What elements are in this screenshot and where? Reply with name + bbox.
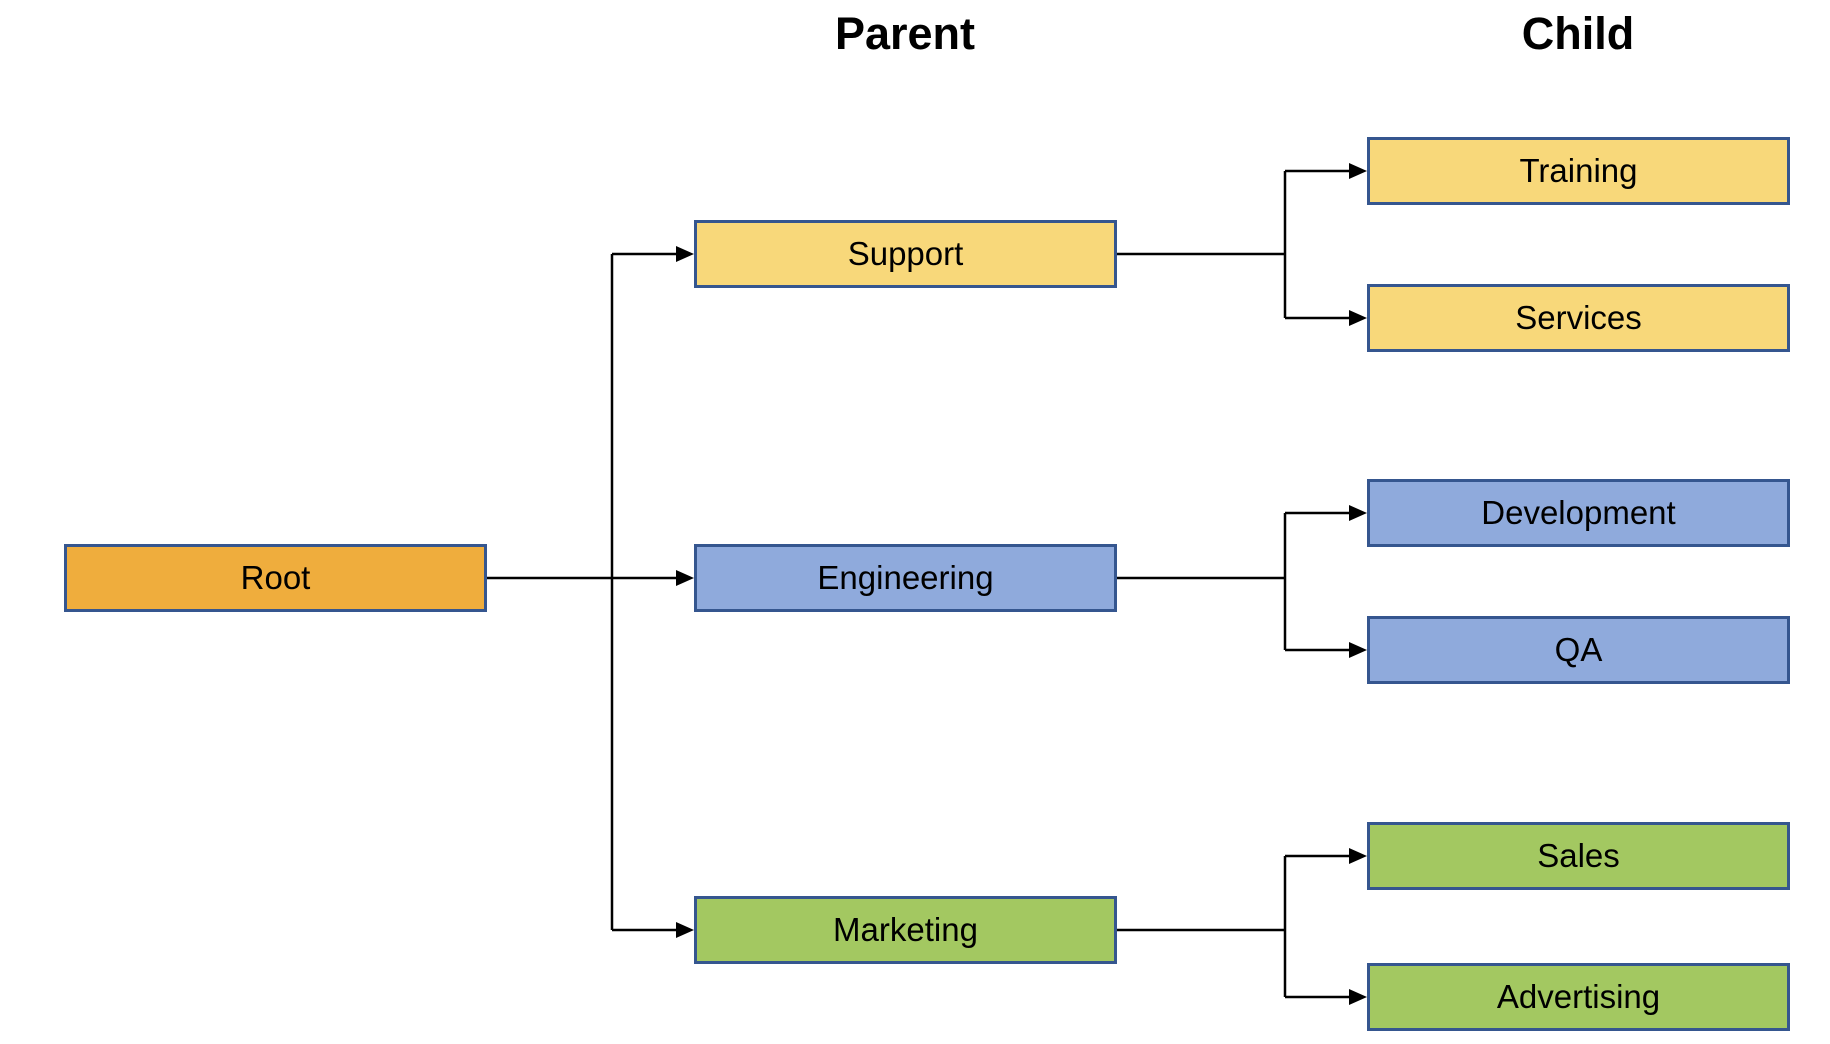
node-marketing: Marketing	[694, 896, 1117, 964]
node-services-label: Services	[1515, 299, 1642, 336]
node-marketing-label: Marketing	[833, 911, 978, 948]
node-services: Services	[1367, 284, 1790, 352]
node-advertising: Advertising	[1367, 963, 1790, 1031]
node-advertising-label: Advertising	[1496, 978, 1661, 1015]
node-support: Support	[694, 220, 1117, 288]
node-support-label: Support	[847, 235, 964, 272]
node-qa-label: QA	[1554, 631, 1603, 668]
node-qa: QA	[1367, 616, 1790, 684]
node-development: Development	[1367, 479, 1790, 547]
node-sales: Sales	[1367, 822, 1790, 890]
node-sales-label: Sales	[1537, 837, 1620, 874]
node-engineering-label: Engineering	[817, 559, 994, 596]
node-engineering: Engineering	[694, 544, 1117, 612]
node-root-label: Root	[240, 559, 311, 596]
node-root: Root	[64, 544, 487, 612]
node-training-label: Training	[1519, 152, 1638, 189]
node-development-label: Development	[1481, 494, 1676, 531]
column-header-parent: Parent	[834, 8, 976, 59]
column-header-child: Child	[1521, 8, 1635, 59]
node-training: Training	[1367, 137, 1790, 205]
